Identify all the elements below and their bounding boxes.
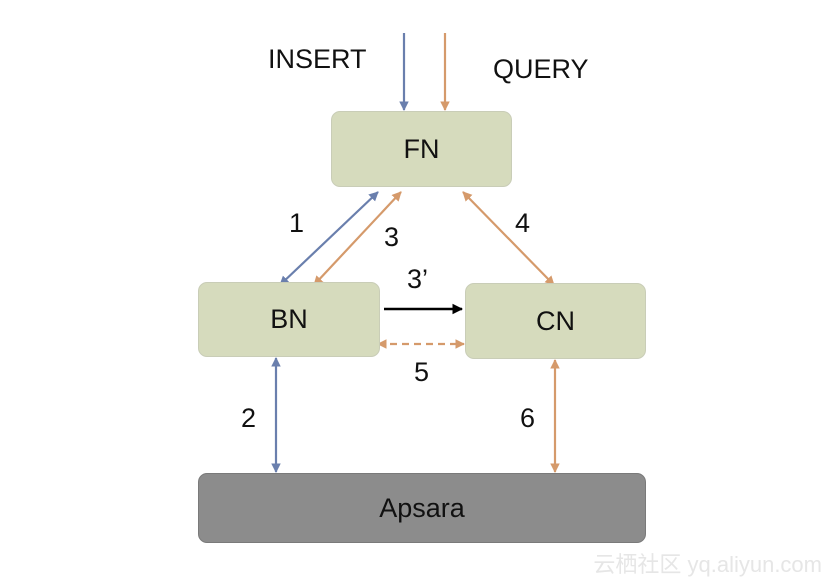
edge-3-fn-bn-arrow bbox=[313, 191, 402, 286]
edge-6-label: 6 bbox=[520, 403, 536, 433]
bn-node: BN bbox=[198, 282, 380, 357]
apsara-node-label: Apsara bbox=[379, 492, 465, 523]
insert-label: INSERT bbox=[268, 44, 367, 74]
fn-node: FN bbox=[331, 111, 512, 187]
cn-node-label: CN bbox=[536, 305, 575, 336]
query-label: QUERY bbox=[493, 54, 589, 84]
watermark-text: 云栖社区 yq.aliyun.com bbox=[593, 552, 822, 577]
edge-4-label: 4 bbox=[515, 208, 531, 238]
edge-3-label: 3 bbox=[384, 222, 400, 252]
edge-1-fn-bn-arrow bbox=[279, 191, 379, 286]
edge-2-label: 2 bbox=[241, 403, 257, 433]
apsara-node: Apsara bbox=[198, 473, 646, 543]
edge-3p-label: 3’ bbox=[407, 264, 429, 294]
cn-node: CN bbox=[465, 283, 646, 359]
bn-node-label: BN bbox=[270, 304, 308, 334]
edge-1-label: 1 bbox=[289, 208, 305, 238]
edge-5-label: 5 bbox=[414, 357, 430, 387]
edge-4-fn-cn-arrow bbox=[462, 191, 555, 286]
fn-node-label: FN bbox=[403, 133, 440, 164]
